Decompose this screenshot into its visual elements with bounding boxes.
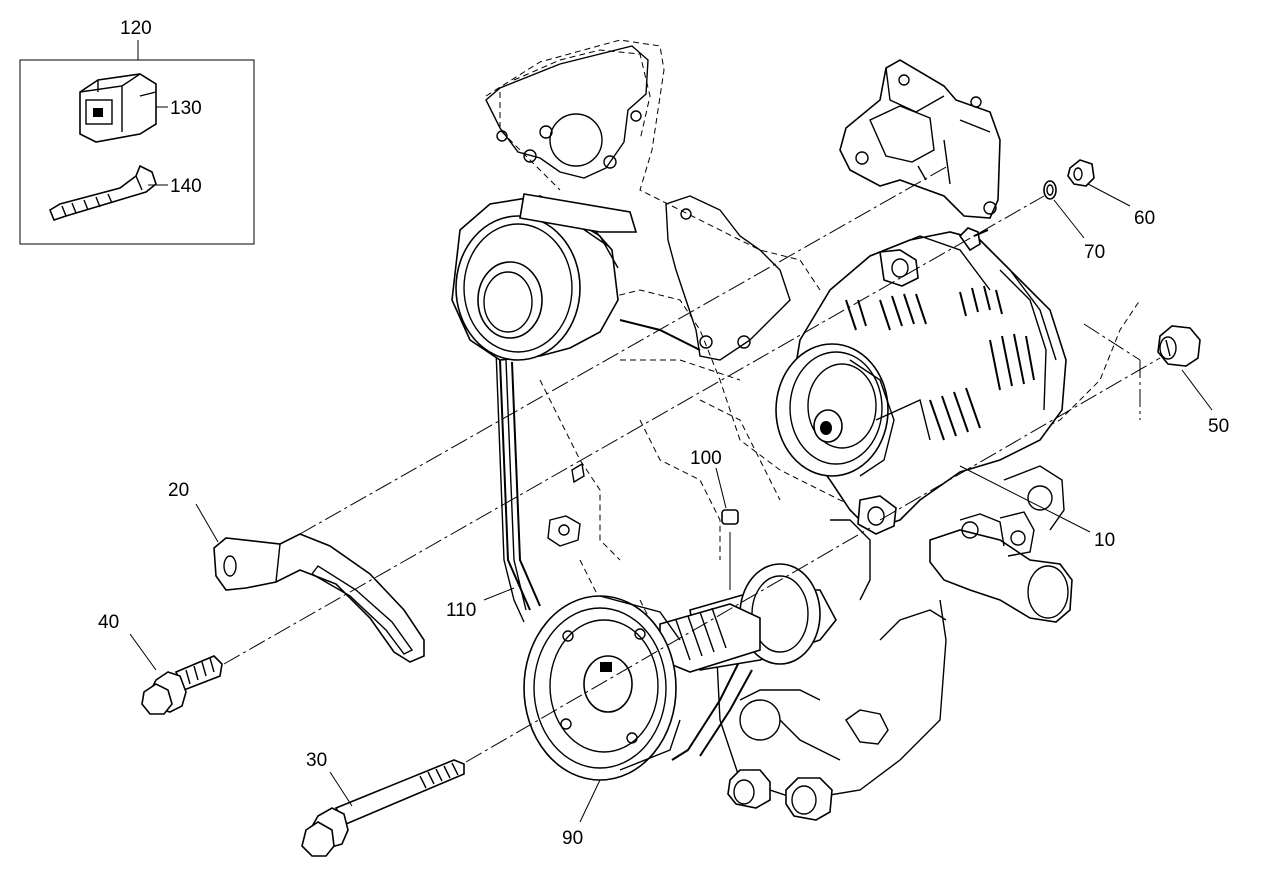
callout-40: 40	[98, 612, 119, 633]
connector-housing-part	[79, 73, 157, 143]
v-belt-part	[499, 319, 753, 761]
bolt-short-part	[141, 655, 223, 715]
callout-60: 60	[1134, 208, 1155, 229]
leader-lines	[129, 40, 1213, 823]
connector-kit-inset	[19, 59, 255, 245]
part-callouts: 120 130 140 10 20 30 40 50 60 70 90 100 …	[98, 18, 1229, 849]
terminal-pin-part	[49, 164, 157, 221]
callout-20: 20	[168, 480, 189, 501]
flange-nut-part	[1157, 325, 1201, 367]
nut-part	[1067, 159, 1095, 187]
key-part	[721, 509, 739, 590]
alternator-cooling-fins	[845, 285, 1035, 441]
engine-timing-cover	[485, 39, 1141, 821]
bolt-long-part	[301, 759, 465, 857]
alternator-part	[775, 227, 1067, 535]
callout-30: 30	[306, 750, 327, 771]
callout-90: 90	[562, 828, 583, 849]
assembly-center-lines	[223, 165, 1161, 763]
callout-100: 100	[690, 448, 722, 469]
callout-140: 140	[170, 176, 202, 197]
lock-washer-part	[1043, 180, 1057, 200]
callout-70: 70	[1084, 242, 1105, 263]
crankshaft-pulley-part	[523, 563, 837, 781]
callout-50: 50	[1208, 416, 1229, 437]
adjusting-bracket-part	[213, 533, 425, 663]
callout-110: 110	[446, 600, 476, 621]
fan-pulley-part	[451, 193, 638, 361]
callout-10: 10	[1094, 530, 1115, 551]
callout-120: 120	[120, 18, 152, 39]
callout-130: 130	[170, 98, 202, 119]
